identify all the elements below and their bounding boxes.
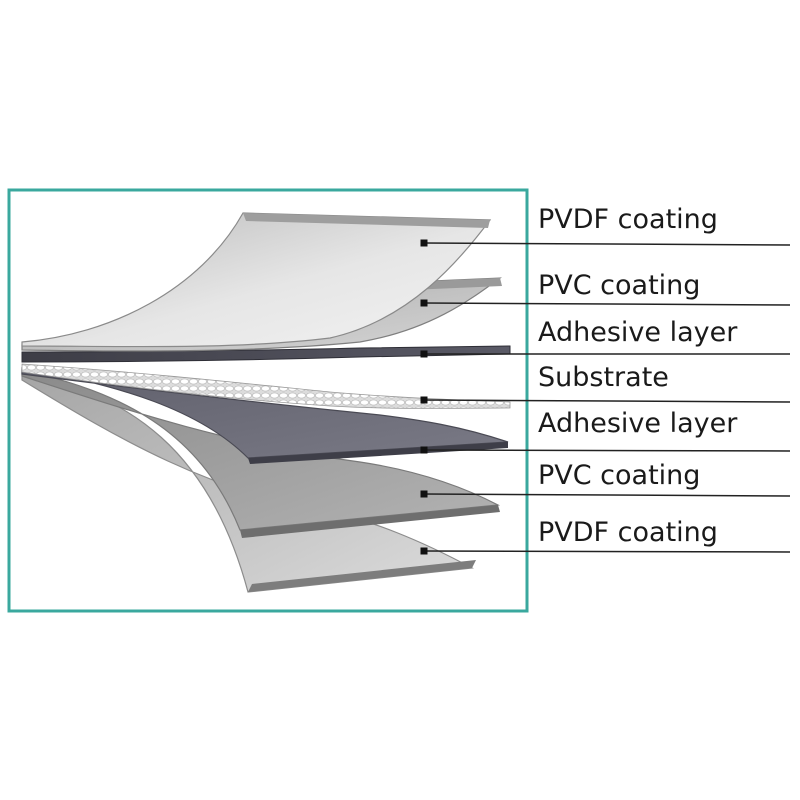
layer-label: PVDF coating: [538, 204, 718, 235]
leader-dot: [420, 490, 428, 498]
leader-dot: [420, 299, 428, 307]
leader-dot: [420, 446, 428, 454]
layer-label: PVDF coating: [538, 517, 718, 548]
layer-label: PVC coating: [538, 460, 700, 491]
leader-dot: [420, 239, 428, 247]
layer-label: PVC coating: [538, 270, 700, 301]
bottom-pvdf-coating-sheet: [21, 371, 476, 593]
top-pvdf-coating-sheet: [21, 212, 492, 348]
leader-line: [423, 399, 791, 403]
layer-label: Adhesive layer: [538, 408, 738, 439]
leader-line: [423, 242, 791, 246]
bottom-adhesive-layer-sheet: [21, 367, 509, 464]
leader-line: [423, 449, 791, 452]
leader-dot: [420, 396, 428, 404]
leader-dot: [420, 547, 428, 555]
layer-label: Adhesive layer: [538, 317, 738, 348]
leader-dot: [420, 350, 428, 358]
leader-line: [423, 493, 791, 497]
leader-line: [423, 550, 791, 553]
layer-label: Substrate: [538, 362, 669, 393]
leader-line: [423, 302, 791, 306]
substrate-sheet: [21, 363, 511, 409]
